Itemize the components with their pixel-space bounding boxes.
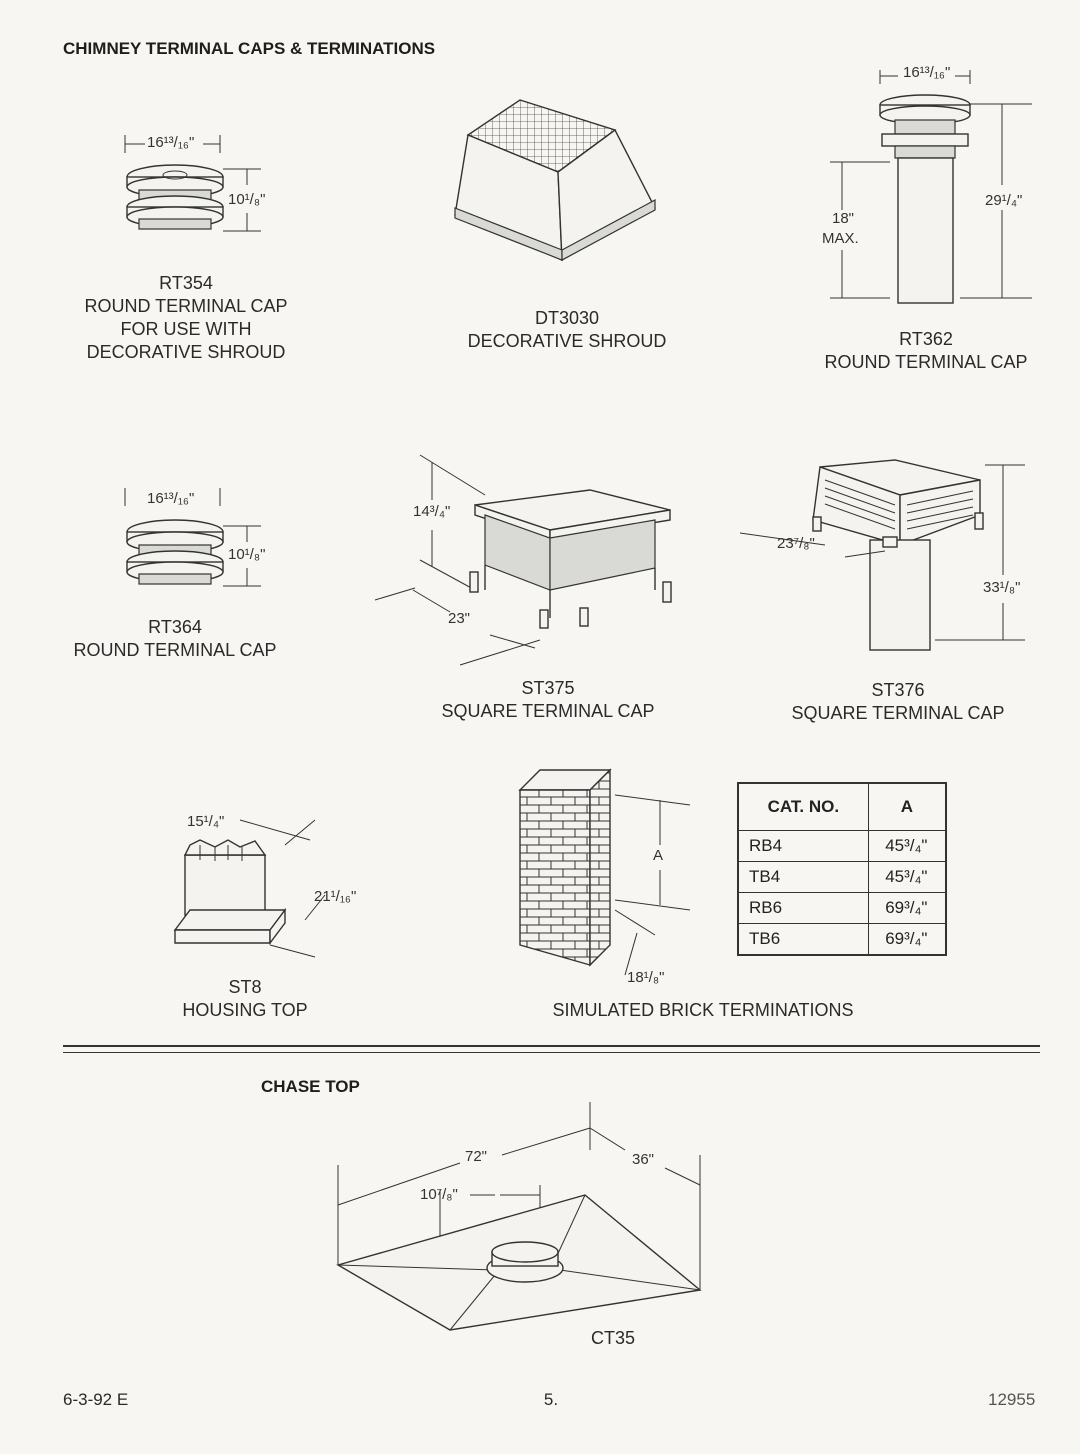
catalog-table: CAT. NO. A RB4 45³/₄" TB4 45³/₄" RB6 69³…	[737, 782, 947, 956]
rt354-code: RT354	[159, 273, 213, 293]
cat-no-cell: RB4	[737, 830, 869, 862]
rt354-drawing	[124, 135, 261, 232]
dt3030-name: DECORATIVE SHROUD	[467, 331, 667, 351]
rt362-max-dim: 18"	[832, 210, 855, 227]
rt362-width-dim: 16¹³/₁₆"	[903, 64, 951, 81]
ct35-width-dim: 36"	[632, 1151, 655, 1168]
ct35-length-dim: 72"	[465, 1148, 488, 1165]
ct35-drawing	[336, 1102, 702, 1331]
rt362-drawing	[830, 70, 1032, 304]
brick-base-dim: 18¹/₈"	[627, 969, 665, 986]
rt362-name: ROUND TERMINAL CAP	[824, 352, 1028, 372]
table-row: TB6 69³/₄"	[737, 923, 947, 956]
rt362-max-label: MAX.	[822, 230, 859, 247]
rt354-desc-1: ROUND TERMINAL CAP	[84, 296, 288, 316]
ct35-code: CT35	[590, 1328, 636, 1348]
st376-name: SQUARE TERMINAL CAP	[791, 703, 1005, 723]
a-cell: 45³/₄"	[867, 861, 947, 893]
cat-no-header: CAT. NO.	[737, 782, 869, 831]
ct35-offset-dim: 10⁷/₈"	[420, 1186, 458, 1203]
rt364-height-dim: 10¹/₈"	[228, 546, 266, 563]
page-title: CHIMNEY TERMINAL CAPS & TERMINATIONS	[63, 39, 436, 58]
section-divider	[63, 1045, 1040, 1047]
st376-height-dim: 33¹/₈"	[983, 579, 1021, 596]
a-header: A	[867, 782, 947, 831]
document-number: 12955	[988, 1390, 1036, 1409]
rt354-width-dim: 16¹³/₁₆"	[147, 134, 195, 151]
dt3030-drawing	[454, 99, 656, 262]
st8-code: ST8	[228, 977, 262, 997]
st375-name: SQUARE TERMINAL CAP	[441, 701, 655, 721]
table-header-row: CAT. NO. A	[737, 782, 947, 831]
chase-title: CHASE TOP	[261, 1077, 360, 1096]
table-row: RB6 69³/₄"	[737, 892, 947, 924]
cat-no-cell: RB6	[737, 892, 869, 924]
brick-a-dim: A	[653, 847, 664, 864]
a-cell: 69³/₄"	[867, 892, 947, 924]
rt364-drawing	[124, 488, 261, 587]
dt3030-code: DT3030	[534, 308, 600, 328]
table-row: TB4 45³/₄"	[737, 861, 947, 893]
cat-no-cell: TB6	[737, 923, 869, 956]
rt354-desc-3: DECORATIVE SHROUD	[86, 342, 286, 362]
brick-drawing	[518, 768, 691, 976]
cat-no-cell: TB4	[737, 861, 869, 893]
rt362-code: RT362	[899, 329, 953, 349]
st8-drawing	[173, 819, 326, 958]
footer-date: 6-3-92 E	[63, 1390, 129, 1409]
st8-depth-dim: 21¹/₁₆"	[314, 888, 357, 905]
a-cell: 45³/₄"	[867, 830, 947, 862]
st8-width-dim: 15¹/₄"	[187, 813, 225, 830]
rt364-width-dim: 16¹³/₁₆"	[147, 490, 195, 507]
st376-drawing	[739, 459, 1025, 651]
st376-width-dim: 23⁷/₈"	[777, 535, 815, 552]
st375-width-dim: 23"	[448, 610, 471, 627]
table-row: RB4 45³/₄"	[737, 830, 947, 862]
st375-code: ST375	[521, 678, 575, 698]
st376-code: ST376	[871, 680, 925, 700]
st8-name: HOUSING TOP	[182, 1000, 308, 1020]
st375-height-dim: 14³/₄"	[413, 503, 451, 520]
rt362-height-dim: 29¹/₄"	[985, 192, 1023, 209]
rt364-name: ROUND TERMINAL CAP	[73, 640, 277, 660]
rt354-height-dim: 10¹/₈"	[228, 191, 266, 208]
rt364-code: RT364	[148, 617, 202, 637]
st375-drawing	[374, 454, 672, 666]
brick-name: SIMULATED BRICK TERMINATIONS	[552, 1000, 854, 1020]
rt354-desc-2: FOR USE WITH	[120, 319, 252, 339]
a-cell: 69³/₄"	[867, 923, 947, 956]
section-divider-thin	[63, 1052, 1040, 1053]
page-number: 5.	[543, 1390, 559, 1409]
